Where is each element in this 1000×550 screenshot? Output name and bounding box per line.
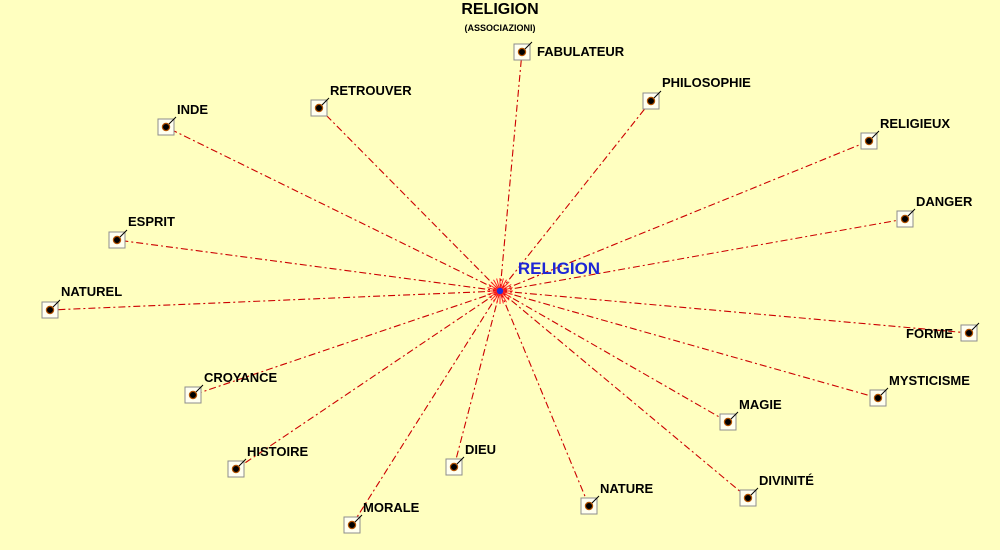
node-label: NATURE [600, 481, 654, 496]
word-node[interactable]: FABULATEUR [513, 41, 625, 61]
node-label: ESPRIT [128, 214, 175, 229]
node-label: NATUREL [61, 284, 122, 299]
node-label: DIEU [465, 442, 496, 457]
node-dot [584, 501, 594, 511]
association-link [318, 107, 501, 292]
association-link [116, 239, 501, 292]
word-node[interactable]: INDE [157, 102, 208, 136]
association-link [499, 290, 729, 423]
word-node[interactable]: RELIGIEUX [860, 116, 950, 150]
word-node[interactable]: MAGIE [719, 397, 782, 431]
association-link [499, 290, 590, 507]
diagram-subtitle: (ASSOCIAZIONI) [464, 23, 536, 33]
word-node[interactable]: MYSTICISME [869, 373, 970, 407]
word-node[interactable]: FORME [906, 322, 980, 342]
word-node[interactable]: NATURE [580, 481, 654, 515]
word-node[interactable]: NATUREL [41, 284, 122, 319]
word-node[interactable]: DANGER [896, 194, 973, 228]
node-dot [347, 520, 357, 530]
node-label: MAGIE [739, 397, 782, 412]
node-dot [161, 122, 171, 132]
node-dot [112, 235, 122, 245]
node-dot [646, 96, 656, 106]
association-link [499, 140, 870, 292]
association-link [499, 290, 749, 499]
center-label: RELIGION [518, 259, 600, 278]
node-dot [314, 103, 324, 113]
association-link [235, 290, 501, 470]
node-label: MORALE [363, 500, 420, 515]
node-label: HISTOIRE [247, 444, 308, 459]
association-link [192, 290, 501, 396]
node-dot [188, 390, 198, 400]
node-dot [743, 493, 753, 503]
association-link [165, 126, 501, 292]
word-node[interactable]: HISTOIRE [227, 444, 308, 478]
word-node[interactable]: RETROUVER [310, 83, 412, 117]
word-node[interactable]: ESPRIT [108, 214, 175, 249]
node-dot [864, 136, 874, 146]
node-label: MYSTICISME [889, 373, 970, 388]
node-label: CROYANCE [204, 370, 278, 385]
node-label: DIVINITÉ [759, 473, 814, 488]
word-node[interactable]: DIEU [445, 442, 496, 476]
node-label: FABULATEUR [537, 44, 625, 59]
center-dot [496, 287, 504, 295]
association-link [499, 218, 906, 292]
association-link [499, 290, 879, 399]
node-label: RETROUVER [330, 83, 412, 98]
node-dot [873, 393, 883, 403]
association-link [499, 100, 652, 292]
node-dot [449, 462, 459, 472]
node-label: DANGER [916, 194, 973, 209]
word-node[interactable]: CROYANCE [184, 370, 278, 404]
node-dot [723, 417, 733, 427]
diagram-title: RELIGION [461, 1, 539, 18]
word-node[interactable]: PHILOSOPHIE [642, 75, 751, 110]
association-link [499, 290, 970, 334]
association-link [49, 290, 501, 311]
word-node[interactable]: DIVINITÉ [739, 473, 814, 507]
node-label: PHILOSOPHIE [662, 75, 751, 90]
node-label: RELIGIEUX [880, 116, 950, 131]
node-dot [900, 214, 910, 224]
center-node [487, 278, 513, 304]
association-link [453, 290, 501, 468]
node-dot [964, 328, 974, 338]
node-dot [231, 464, 241, 474]
node-dot [517, 47, 527, 57]
association-link [499, 51, 523, 292]
node-label: FORME [906, 326, 953, 341]
node-dot [45, 305, 55, 315]
node-label: INDE [177, 102, 208, 117]
association-link [351, 290, 501, 526]
word-node[interactable]: MORALE [343, 500, 420, 534]
